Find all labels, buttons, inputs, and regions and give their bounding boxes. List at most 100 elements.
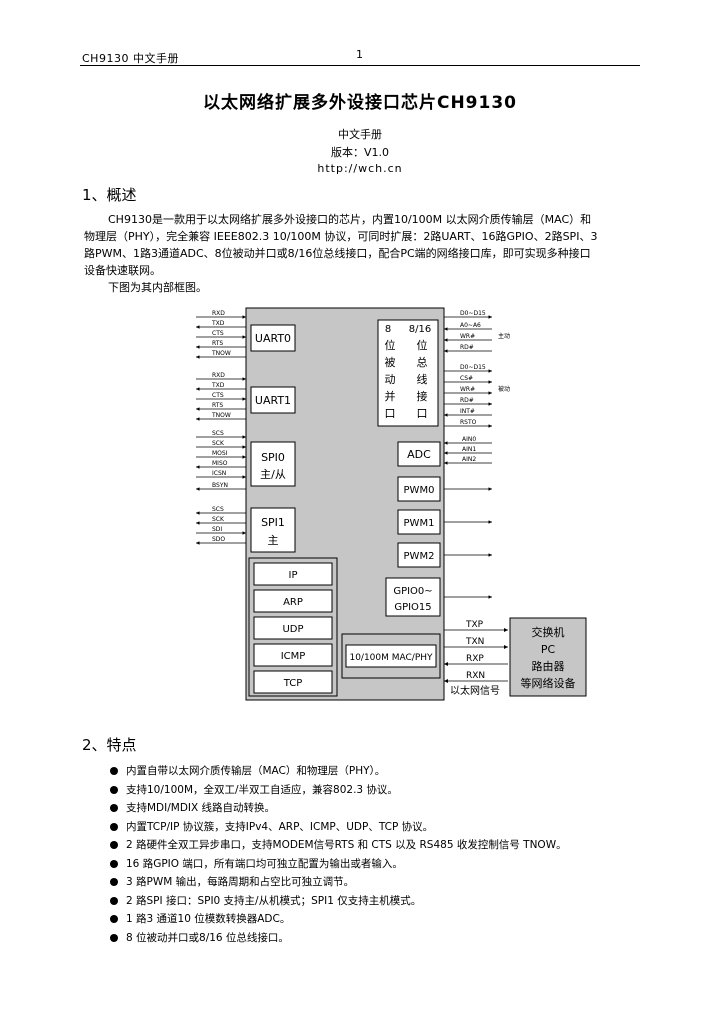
- eth-sig-rxp: RXP: [466, 654, 484, 664]
- bus-bus-sig: RSTO: [460, 419, 477, 426]
- spi1-box: [250, 507, 296, 553]
- bus-passive-char: 8: [385, 324, 391, 335]
- gpio-label-line2: GPIO15: [394, 602, 431, 613]
- bus-bus-char: 接: [417, 390, 428, 403]
- bus-bus-sig: INT#: [460, 408, 475, 415]
- feature-text: 2 路硬件全双工异步串口，支持MODEM信号RTS 和 CTS 以及 RS485…: [126, 839, 567, 851]
- device-line-switch: 交换机: [532, 625, 565, 639]
- pwm1-box: [397, 509, 441, 535]
- uart0-label: UART0: [255, 332, 291, 345]
- feature-text: 内置自带以太网介质传输层（MAC）和物理层（PHY）。: [126, 765, 386, 777]
- bus-passive-char: 动: [385, 373, 396, 386]
- bus-bus-char: 位: [417, 338, 428, 352]
- eth-sig-txp: TXP: [465, 620, 484, 630]
- list-item: 1 路3 通道10 位模数转换器ADC。: [108, 910, 668, 929]
- bullet-dot-icon: [110, 804, 118, 812]
- feature-text: 内置TCP/IP 协议簇，支持IPv4、ARP、ICMP、UDP、TCP 协议。: [126, 820, 434, 833]
- list-item: 8 位被动并口或8/16 位总线接口。: [108, 929, 668, 948]
- feature-text: 支持10/100M，全双工/半双工自适应，兼容802.3 协议。: [126, 783, 398, 796]
- uart0-sig: TNOW: [211, 350, 231, 357]
- pwm1-label: PWM1: [404, 518, 435, 529]
- spi0-sig: MISO: [212, 460, 228, 467]
- bus-passive-sig: D0~D15: [460, 310, 486, 317]
- protocol-arp-box: [253, 589, 333, 613]
- adc-label: ADC: [407, 448, 431, 461]
- bus-bus-sig: RD#: [460, 397, 474, 404]
- spi1-label2: 主: [268, 534, 279, 547]
- spi1-signals: SCS SCK SDI SDO: [196, 506, 246, 545]
- bullet-dot-icon: [110, 785, 118, 794]
- protocol-udp-box: [253, 616, 333, 640]
- protocol-udp-label: UDP: [282, 624, 303, 635]
- bullet-dot-icon: [110, 896, 118, 905]
- feature-text: 3 路PWM 输出，每路周期和占空比可独立调节。: [126, 876, 355, 888]
- spi1-sig: SCK: [212, 516, 225, 523]
- uart1-sig: RXD: [212, 372, 225, 379]
- uart1-sig: RTS: [212, 402, 223, 409]
- bullet-dot-icon: [110, 915, 118, 923]
- header-manual-name: CH9130 中文手册: [82, 52, 179, 65]
- bus-bus-sig: CS#: [460, 375, 473, 382]
- spi0-box: [250, 441, 296, 487]
- feature-text: 8 位被动并口或8/16 位总线接口。: [126, 931, 289, 944]
- bus-bus-char: 口: [417, 407, 428, 420]
- uart1-label: UART1: [255, 394, 291, 407]
- para-line-2: 物理层（PHY），完全兼容 IEEE802.3 10/100M 协议，可同时扩展…: [84, 230, 598, 243]
- feature-text: 2 路SPI 接口：SPI0 支持主/从机模式；SPI1 仅支持主机模式。: [126, 894, 422, 907]
- header-rule: [80, 65, 640, 66]
- bullet-dot-icon: [110, 822, 118, 831]
- passive-label: 主动: [498, 332, 510, 340]
- bullet-dot-icon: [110, 767, 118, 775]
- para-line-1: CH9130是一款用于以太网络扩展多外设接口的芯片，内置10/100M 以太网介…: [108, 213, 592, 226]
- list-item: 2 路硬件全双工异步串口，支持MODEM信号RTS 和 CTS 以及 RS485…: [108, 836, 668, 855]
- diagram-caption: 下图为其内部框图。: [108, 281, 207, 294]
- list-item: 2 路SPI 接口：SPI0 支持主/从机模式；SPI1 仅支持主机模式。: [108, 892, 668, 911]
- pwm0-box: [397, 476, 441, 502]
- uart0-sig: CTS: [212, 330, 224, 337]
- section1-heading: 1、概述: [82, 186, 137, 204]
- bus-passive-sig: A0~A6: [460, 322, 481, 329]
- eth-signals: TXP TXN RXP RXN: [444, 620, 508, 683]
- block-diagram: UART0 RXD TXD CTS RTS TNOW UART1 RXD TXD…: [196, 307, 587, 701]
- spi1-sig: SDI: [212, 526, 222, 533]
- bus-passive-char: 并: [385, 389, 396, 403]
- uart1-box: [250, 386, 296, 414]
- bus-interface-box: [377, 319, 439, 427]
- list-item: 16 路GPIO 端口，所有端口均可独立配置为输出或者输入。: [108, 855, 668, 874]
- bullet-dot-icon: [110, 841, 118, 849]
- pwm0-label: PWM0: [404, 485, 435, 496]
- device-line-pc: PC: [541, 643, 556, 656]
- protocol-ip-box: [253, 562, 333, 586]
- macphy-frame: [341, 633, 441, 679]
- para-line-3: 路PWM、1路3通道ADC、8位被动并口或8/16位总线接口，配合PC端的网络接…: [84, 247, 591, 260]
- bus-bus-char: 8/16: [409, 324, 431, 335]
- bus-signals-bus: D0~D15 CS# WR# RD# INT# RSTO 被动: [444, 364, 510, 428]
- bus-passive-char: 位: [385, 338, 396, 352]
- adc-sig: AIN1: [462, 446, 476, 453]
- protocol-ip-label: IP: [289, 570, 298, 581]
- spi1-label1: SPI1: [261, 516, 285, 529]
- features-list: 内置自带以太网介质传输层（MAC）和物理层（PHY）。 支持10/100M，全双…: [108, 762, 668, 947]
- spi1-sig: SDO: [212, 536, 225, 543]
- para-line-4: 设备快速联网。: [84, 264, 161, 277]
- device-line-router: 路由器: [532, 659, 565, 673]
- adc-sig: AIN0: [462, 436, 476, 443]
- bullet-dot-icon: [110, 933, 118, 942]
- spi0-label2: 主/从: [260, 468, 286, 481]
- uart1-signals: RXD TXD CTS RTS TNOW: [196, 372, 246, 421]
- protocol-tcp-label: TCP: [283, 678, 303, 689]
- eth-caption: 以太网信号: [450, 684, 500, 697]
- feature-text: 支持MDI/MDIX 线路自动转换。: [126, 802, 276, 814]
- bus-label: 被动: [498, 385, 510, 393]
- uart1-sig: TNOW: [211, 412, 231, 419]
- pwm2-label: PWM2: [404, 551, 435, 562]
- macphy-box: [345, 644, 437, 668]
- eth-sig-txn: TXN: [465, 637, 484, 647]
- uart0-sig: TXD: [211, 320, 225, 327]
- spi0-sig: ICSN: [212, 470, 226, 477]
- spi1-sig: SCS: [212, 506, 224, 513]
- protocol-tcp-box: [253, 670, 333, 694]
- eth-sig-rxn: RXN: [466, 671, 485, 681]
- network-device-box: [509, 617, 587, 697]
- subtitle-url: http://wch.cn: [317, 162, 403, 175]
